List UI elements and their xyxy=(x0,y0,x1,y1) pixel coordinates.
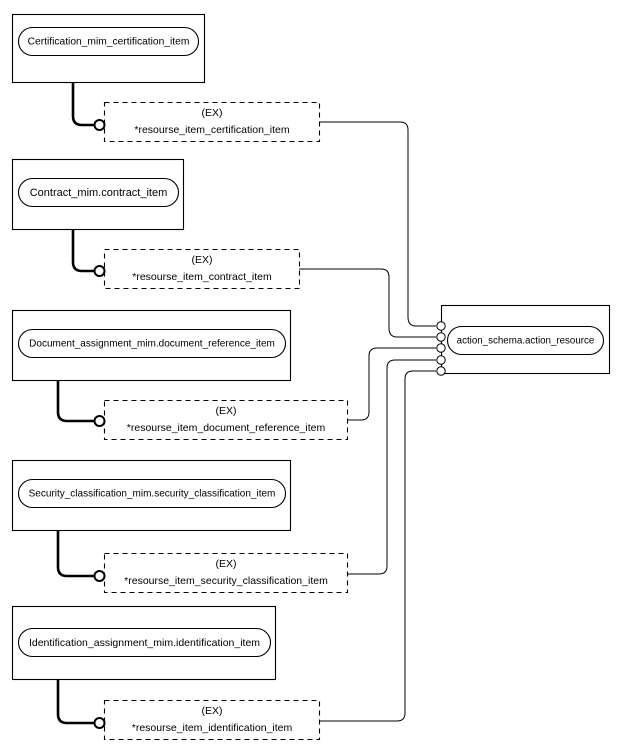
connector-certification xyxy=(71,82,94,127)
entity-group-contract[interactable]: Contract_mim.contract_item xyxy=(11,158,185,231)
ex-group-contract[interactable]: (EX) *resourse_item_contract_item xyxy=(103,248,301,290)
route-document-reference-to-action-resource xyxy=(347,347,436,421)
ex-label-document-reference: *resourse_item_document_reference_item xyxy=(127,422,326,434)
ex-group-security-classification[interactable]: (EX) *resourse_item_security_classificat… xyxy=(103,552,349,594)
entity-inner-rounded-security-classification[interactable] xyxy=(17,478,287,509)
ex-tag-certification: (EX) xyxy=(202,107,223,119)
connector-circle-identification xyxy=(93,717,106,729)
entity-inner-rounded-contract[interactable] xyxy=(17,177,180,208)
ex-label-certification: *resourse_item_certification_item xyxy=(134,124,289,136)
entity-inner-rounded-certification[interactable] xyxy=(17,26,200,57)
entity-inner-rounded-action-resource[interactable] xyxy=(446,325,605,356)
ex-group-certification[interactable]: (EX) *resourse_item_certification_item xyxy=(103,101,321,143)
ex-tag-document-reference: (EX) xyxy=(216,405,237,417)
ex-tag-security-classification: (EX) xyxy=(216,558,237,570)
ex-label-identification: *resourse_item_identification_item xyxy=(132,722,293,734)
connector-security-classification xyxy=(56,530,94,578)
connector-circle-contract xyxy=(93,265,106,277)
connector-contract xyxy=(71,229,94,273)
port-dot-2 xyxy=(436,332,446,342)
ex-group-identification[interactable]: (EX) *resourse_item_identification_item xyxy=(103,699,321,741)
entity-group-action-resource[interactable]: action_schema.action_resource xyxy=(440,304,611,375)
entity-label-contract: Contract_mim.contract_item xyxy=(30,187,168,199)
ex-box-security-classification[interactable] xyxy=(103,552,349,594)
port-dot-3 xyxy=(436,343,446,353)
connector-document-reference xyxy=(56,380,94,423)
port-dot-1 xyxy=(436,321,446,331)
port-group-action-resource xyxy=(436,321,446,376)
ex-box-contract[interactable] xyxy=(103,248,301,290)
route-identification-to-action-resource xyxy=(319,370,436,722)
connector-circle-security-classification xyxy=(93,570,106,582)
port-dot-5 xyxy=(436,366,446,376)
ex-tag-identification: (EX) xyxy=(202,705,223,717)
ex-box-identification[interactable] xyxy=(103,699,321,741)
ex-tag-contract: (EX) xyxy=(192,254,213,266)
connector-circle-document-reference xyxy=(93,415,106,427)
entity-label-security-classification: Security_classification_mim.security_cla… xyxy=(29,489,276,500)
entity-inner-rounded-document-reference[interactable] xyxy=(17,328,287,359)
ex-group-document-reference[interactable]: (EX) *resourse_item_document_reference_i… xyxy=(103,399,349,441)
entity-group-security-classification[interactable]: Security_classification_mim.security_cla… xyxy=(11,459,292,532)
route-certification-to-action-resource xyxy=(320,121,436,327)
entity-group-certification[interactable]: Certification_mim_certification_item xyxy=(11,13,206,84)
route-contract-to-action-resource xyxy=(299,268,436,338)
entity-inner-rounded-identification[interactable] xyxy=(17,627,272,658)
entity-label-certification: Certification_mim_certification_item xyxy=(28,37,190,48)
connector-identification xyxy=(56,679,94,725)
port-dot-4 xyxy=(436,355,446,365)
entity-label-action-resource: action_schema.action_resource xyxy=(457,336,595,347)
entity-label-identification: Identification_assignment_mim.identifica… xyxy=(29,637,260,649)
connector-circle-certification xyxy=(93,119,106,131)
ex-box-certification[interactable] xyxy=(103,101,321,143)
ex-label-contract: *resourse_item_contract_item xyxy=(132,271,272,283)
route-security-classification-to-action-resource xyxy=(347,359,436,575)
entity-label-document-reference: Document_assignment_mim.document_referen… xyxy=(29,339,275,350)
entity-group-document-reference[interactable]: Document_assignment_mim.document_referen… xyxy=(11,309,292,382)
ex-label-security-classification: *resourse_item_security_classification_i… xyxy=(124,575,328,587)
entity-group-identification[interactable]: Identification_assignment_mim.identifica… xyxy=(11,605,277,681)
